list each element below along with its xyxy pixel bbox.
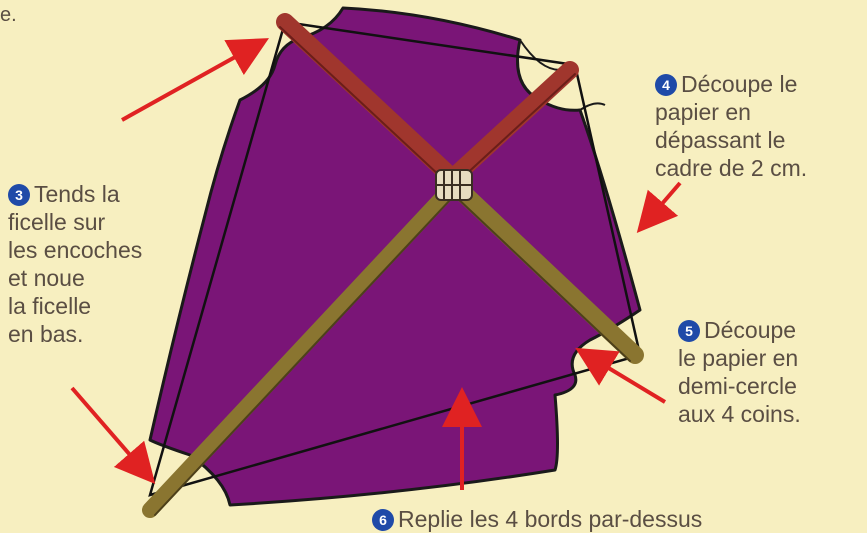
step-4-number-badge: 4 — [655, 74, 677, 96]
step-3-number-badge: 3 — [8, 184, 30, 206]
arrow-step4 — [642, 183, 680, 227]
arrow-step3 — [72, 388, 150, 478]
step-6-text: Replie les 4 bords par-dessus — [398, 506, 702, 532]
step-3-text: Tends la ficelle sur les encoches et nou… — [8, 181, 142, 347]
step-5-number-badge: 5 — [678, 320, 700, 342]
center-knot — [436, 170, 472, 200]
step-4-text: Découpe le papier en dépassant le cadre … — [655, 71, 807, 181]
step-6-number-badge: 6 — [372, 509, 394, 531]
